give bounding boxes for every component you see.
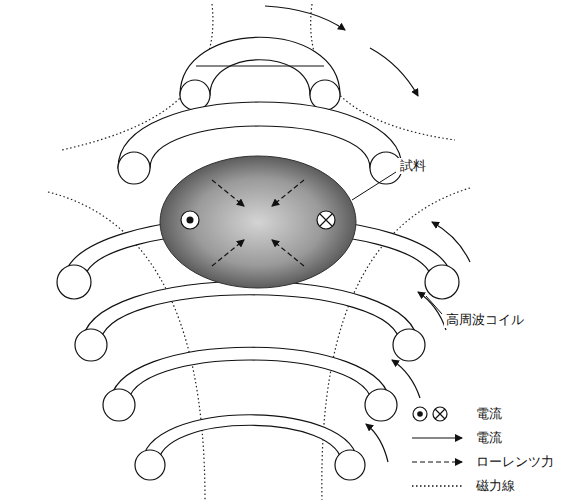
part-label: 試料 — [398, 158, 428, 174]
legend-text: 磁力線 — [474, 478, 517, 494]
legend-samples — [412, 407, 462, 486]
current-symbols — [181, 211, 335, 229]
field-lines — [48, 4, 470, 500]
part-label: 高周波コイル — [444, 312, 526, 328]
lorentz-arrows — [212, 180, 304, 266]
legend-text: 電流 — [474, 430, 504, 446]
sample-sphere — [160, 156, 356, 288]
legend-text: 電流 — [474, 406, 504, 422]
legend-text: ローレンツ力 — [474, 454, 556, 470]
current-arrows — [265, 6, 470, 462]
leader-lines — [352, 172, 442, 314]
